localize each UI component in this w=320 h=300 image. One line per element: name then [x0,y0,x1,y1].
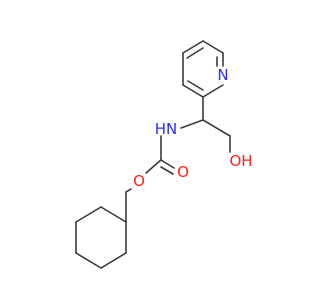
bond-o-to-ch2 [125,188,132,193]
molecule-diagram: N HN O O OH [75,40,253,269]
atom-o-carbonyl: O [177,163,189,181]
atom-oh-hydroxyl: OH [229,152,252,170]
bond-ch-to-nh [180,119,204,129]
bond-ring-5 [182,84,204,98]
bond-cy-2 [100,252,127,269]
bond-c-to-o-carbonyl-double [160,166,174,175]
bond-c-to-o-ester [145,159,162,174]
bond-ring-1-double [186,47,204,59]
bonds [75,40,231,269]
bond-c-to-o-carbonyl [160,159,175,169]
atom-o-ester: O [133,172,145,190]
bond-ring-4 [202,84,224,98]
atom-n-pyridine: N [217,66,228,84]
bond-ring-2 [202,40,224,54]
bond-cy-3 [75,252,102,269]
bond-ch-to-ch2 [202,119,231,137]
bond-ring-5-double [187,80,204,91]
bond-ring-1 [182,40,204,54]
atom-nh-amide: HN [155,120,178,138]
bond-cy-6 [100,206,127,223]
atom-labels: N HN O O OH [133,66,252,190]
bond-cy-5 [75,206,102,223]
